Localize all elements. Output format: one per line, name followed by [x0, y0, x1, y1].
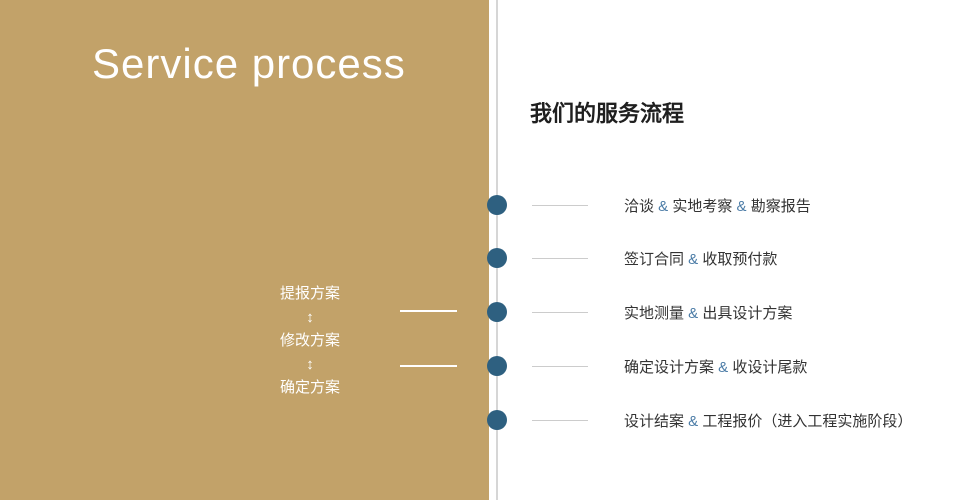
ampersand-separator: &	[684, 304, 703, 322]
process-step: 洽谈 & 实地考察 & 勘察报告	[487, 195, 811, 215]
cycle-step-label: 提报方案	[279, 285, 340, 302]
ampersand-separator: &	[684, 250, 703, 268]
cycle-step-label: 修改方案	[279, 332, 340, 349]
cycle-connector-line-top	[400, 310, 457, 312]
step-label: 确定设计方案 & 收设计尾款	[624, 358, 808, 376]
timeline-dot	[487, 248, 507, 268]
cycle-step-label: 确定方案	[279, 379, 340, 396]
tick-line	[532, 365, 588, 367]
process-step: 实地测量 & 出具设计方案	[487, 302, 792, 322]
step-label: 洽谈 & 实地考察 & 勘察报告	[624, 197, 811, 215]
timeline-dot	[487, 410, 507, 430]
process-step: 签订合同 & 收取预付款	[487, 248, 777, 268]
up-down-arrow-icon: ↕	[306, 356, 314, 373]
process-step: 设计结案 & 工程报价（进入工程实施阶段）	[487, 410, 912, 430]
steps-list: 洽谈 & 实地考察 & 勘察报告签订合同 & 收取预付款实地测量 & 出具设计方…	[487, 0, 970, 500]
ampersand-separator: &	[714, 358, 733, 376]
tick-line	[532, 257, 588, 259]
timeline-dot	[487, 302, 507, 322]
up-down-arrow-icon: ↕	[306, 309, 314, 326]
ampersand-separator: &	[684, 412, 703, 430]
tick-line	[532, 204, 588, 206]
step-label: 签订合同 & 收取预付款	[624, 250, 778, 268]
step-label: 设计结案 & 工程报价（进入工程实施阶段）	[624, 412, 913, 430]
timeline-dot	[487, 356, 507, 376]
process-step: 确定设计方案 & 收设计尾款	[487, 356, 807, 376]
page-title: Service process	[92, 40, 406, 87]
left-gold-panel: Service process 提报方案 ↕ 修改方案 ↕ 确定方案	[0, 0, 489, 500]
tick-line	[532, 311, 588, 313]
revision-cycle: 提报方案 ↕ 修改方案 ↕ 确定方案	[255, 283, 365, 399]
ampersand-separator: &	[732, 197, 751, 215]
step-label: 实地测量 & 出具设计方案	[624, 304, 793, 322]
section-heading: 我们的服务流程	[530, 101, 685, 126]
tick-line	[532, 419, 588, 421]
timeline-dot	[487, 195, 507, 215]
cycle-connector-line-bottom	[400, 365, 457, 367]
ampersand-separator: &	[654, 197, 673, 215]
